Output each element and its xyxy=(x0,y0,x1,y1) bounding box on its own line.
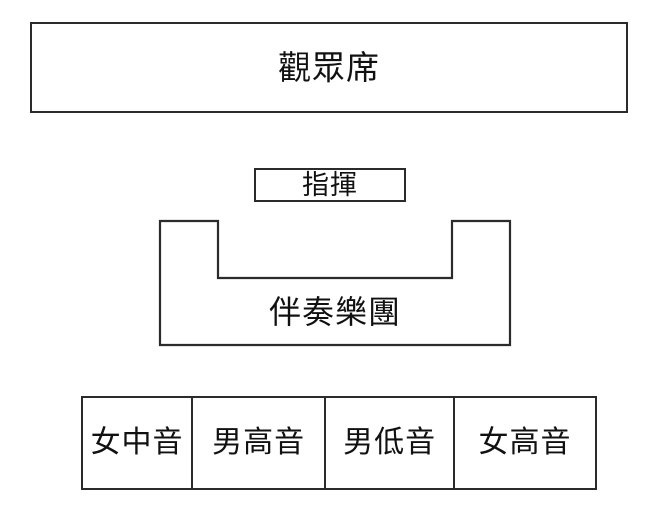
conductor-box: 指揮 xyxy=(254,168,406,202)
voice-part-label: 女中音 xyxy=(90,425,184,460)
voice-part-cell-bass: 男低音 xyxy=(326,398,456,488)
conductor-label: 指揮 xyxy=(302,169,358,201)
orchestra-pit-box: 伴奏樂團 xyxy=(155,216,515,350)
audience-seating-label: 觀眾席 xyxy=(278,48,380,87)
voice-part-label: 男低音 xyxy=(343,425,437,460)
voice-part-cell-tenor: 男高音 xyxy=(193,398,327,488)
voice-part-cell-soprano: 女高音 xyxy=(455,398,595,488)
orchestra-pit-outline-icon xyxy=(158,219,512,347)
audience-seating-box: 觀眾席 xyxy=(30,22,628,113)
voice-part-label: 男高音 xyxy=(212,425,306,460)
voice-parts-row: 女中音 男高音 男低音 女高音 xyxy=(81,396,597,490)
voice-part-label: 女高音 xyxy=(478,425,572,460)
voice-part-cell-mezzo-soprano: 女中音 xyxy=(83,398,194,488)
